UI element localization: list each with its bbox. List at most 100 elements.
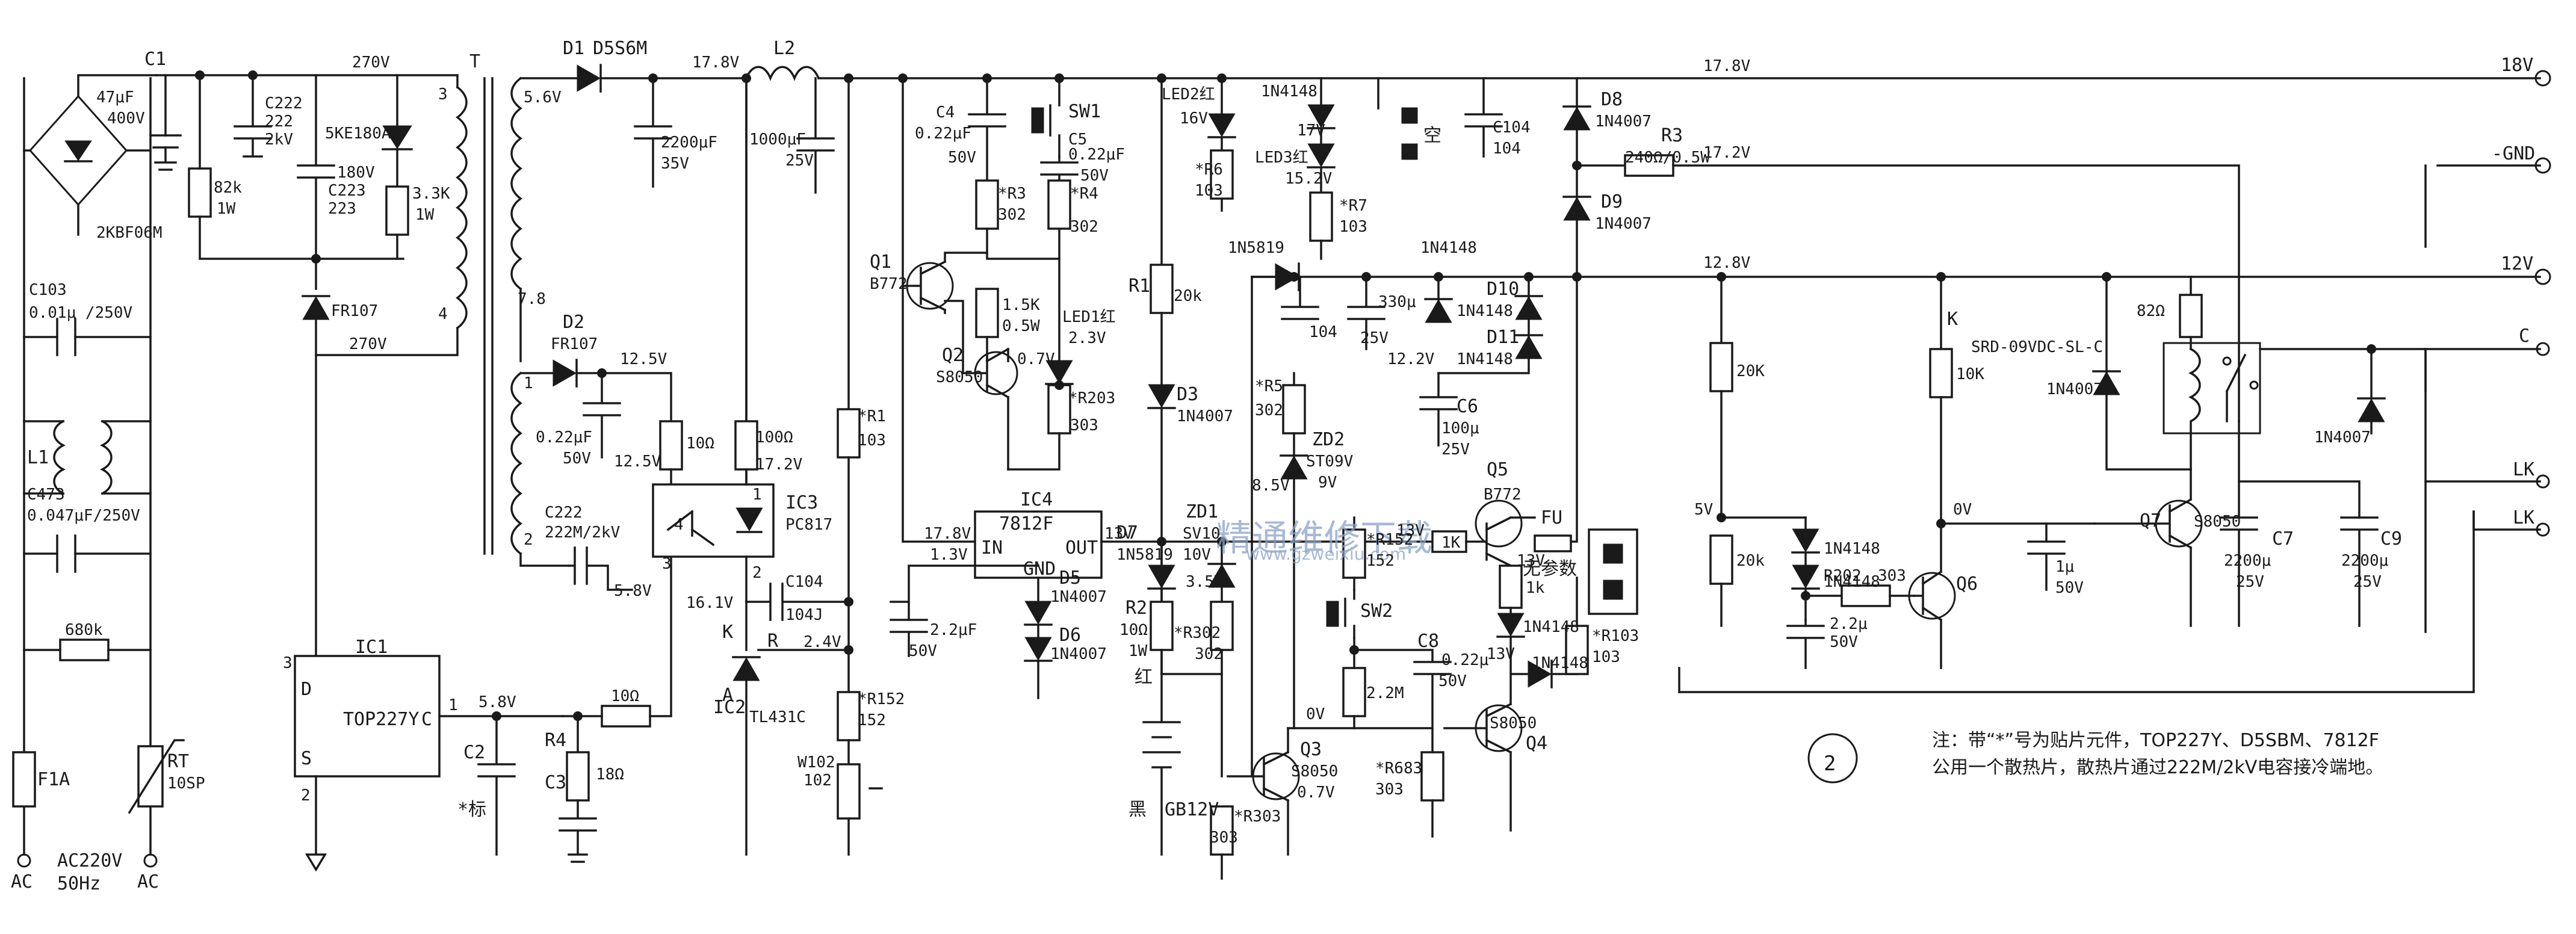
label-d8: D8 bbox=[1601, 89, 1623, 110]
label-18ohm: 18Ω bbox=[596, 765, 624, 784]
watermark: 精通维修下载 bbox=[1216, 518, 1432, 560]
thermistor-rt bbox=[137, 745, 164, 808]
label-bridge: 2KBF06M bbox=[96, 224, 163, 242]
label-c2200: 2200μF bbox=[661, 134, 717, 152]
primary-side-section bbox=[149, 70, 672, 872]
label-q3: Q3 bbox=[1300, 739, 1322, 760]
label-17-8v-top: 17.8V bbox=[692, 54, 739, 72]
label-12-8v: 12.8V bbox=[1703, 254, 1750, 272]
label-led1: LED1红 bbox=[1062, 308, 1116, 326]
label-d3-type: 1N4007 bbox=[1177, 407, 1233, 425]
label-82k: 82k bbox=[214, 179, 242, 197]
label-15-2v: 15.2V bbox=[1285, 170, 1332, 188]
label-c6-val: 100μ bbox=[1441, 419, 1479, 438]
label-r203-val: 303 bbox=[1070, 416, 1098, 435]
label-ic3-p2: 2 bbox=[752, 564, 762, 582]
q6-transistor bbox=[1908, 572, 1956, 620]
label-c5-v: 50V bbox=[1080, 167, 1109, 185]
label-ac-right: AC bbox=[137, 871, 159, 892]
label-r3s-val: 302 bbox=[998, 206, 1026, 224]
label-0-7v: 0.7V bbox=[1017, 350, 1055, 368]
label-a: A bbox=[722, 685, 733, 706]
label-5-8v: 5.8V bbox=[614, 582, 652, 600]
label-c022a-v: 50V bbox=[563, 450, 591, 468]
label-r683: *R683 bbox=[1375, 759, 1422, 778]
label-q2: Q2 bbox=[942, 345, 964, 366]
label-d2: D2 bbox=[563, 312, 584, 333]
label-c1000-v: 25V bbox=[785, 152, 814, 170]
label-3-3k-w: 1W bbox=[415, 206, 435, 224]
charger-section bbox=[890, 73, 1428, 880]
label-r152b-val: 152 bbox=[1366, 552, 1395, 570]
label-d9: D9 bbox=[1601, 191, 1623, 212]
label-9v: 9V bbox=[1318, 474, 1337, 492]
label-r152a-val: 152 bbox=[858, 711, 886, 729]
label-c1-val1: 47μF bbox=[96, 88, 134, 107]
label-c22u-v: 50V bbox=[909, 642, 937, 660]
secondary-side-section bbox=[510, 64, 2541, 856]
label-17v: 17V bbox=[1297, 122, 1325, 140]
fuse-f1a bbox=[12, 751, 36, 808]
label-c473-val: 0.047μF/250V bbox=[27, 507, 140, 525]
label-fr107-a: FR107 bbox=[331, 302, 378, 320]
label-d5: D5 bbox=[1059, 568, 1081, 589]
label-ic1: IC1 bbox=[355, 637, 388, 658]
label-r202: R202 bbox=[1824, 567, 1862, 585]
label-out-18v: 18V bbox=[2501, 55, 2533, 76]
label-1n4148-a: 1N4148 bbox=[1261, 82, 1317, 101]
label-d5-type: 1N4007 bbox=[1050, 588, 1107, 606]
indicator-section bbox=[1251, 77, 2541, 838]
label-r152a: *R152 bbox=[858, 690, 905, 708]
label-r1a: *R1 bbox=[858, 407, 886, 425]
label-c8-v: 50V bbox=[1438, 672, 1467, 690]
label-c22u-b-v: 50V bbox=[1830, 633, 1858, 651]
label-d6-type: 1N4007 bbox=[1050, 645, 1107, 663]
label-1n4148-f: 1N4148 bbox=[1824, 573, 1880, 591]
label-82k-w: 1W bbox=[217, 200, 236, 218]
label-q6: Q6 bbox=[1956, 574, 1978, 595]
label-c103: C103 bbox=[29, 281, 67, 299]
label-c222b: C222 bbox=[545, 504, 583, 522]
label-pc817: PC817 bbox=[785, 516, 832, 534]
note-line-1: 注：带“*”号为贴片元件，TOP227Y、D5SBM、7812F bbox=[1932, 730, 2379, 751]
label-c3: C3 bbox=[545, 772, 566, 793]
label-r5-val: 302 bbox=[1255, 401, 1283, 419]
label-17-2v: 17.2V bbox=[755, 456, 802, 474]
label-c1u-v: 50V bbox=[2055, 579, 2084, 597]
label-c330: 330μ bbox=[1378, 293, 1416, 311]
label-1n4007-relay: 1N4007 bbox=[2046, 380, 2103, 398]
label-c222a: C222 bbox=[265, 94, 303, 113]
label-c1u: 1μ bbox=[2055, 558, 2074, 576]
label-c223: C223 bbox=[328, 182, 366, 200]
label-r3s: *R3 bbox=[998, 185, 1026, 203]
label-c1-val2: 400V bbox=[107, 110, 145, 128]
watermark-url: www.gzweixiu.com bbox=[1246, 544, 1406, 564]
label-c473: C473 bbox=[27, 486, 65, 504]
label-ic3: IC3 bbox=[785, 492, 818, 513]
label-12-2v: 12.2V bbox=[1387, 350, 1434, 368]
label-c4-v: 50V bbox=[948, 149, 976, 167]
label-0-7v-b: 0.7V bbox=[1297, 784, 1335, 802]
label-zd2: ZD2 bbox=[1312, 429, 1345, 450]
label-2-2m: 2.2M bbox=[1366, 684, 1404, 702]
label-16v: 16V bbox=[1180, 110, 1208, 128]
label-1-3v: 1.3V bbox=[930, 546, 968, 564]
battery-connector bbox=[1588, 528, 1638, 615]
label-q7: Q7 bbox=[2140, 510, 2161, 531]
label-d11: D11 bbox=[1487, 327, 1519, 348]
label-ic3-p3: 3 bbox=[662, 555, 672, 573]
label-c8: C8 bbox=[1417, 631, 1439, 652]
label-r1a-val: 103 bbox=[858, 431, 886, 450]
label-10v: 10V bbox=[1183, 546, 1211, 564]
label-17-8v-ic4: 17.8V bbox=[924, 525, 971, 543]
label-10ohm-b: 10Ω bbox=[611, 687, 639, 705]
ic1-top227y bbox=[294, 655, 441, 778]
label-c2: C2 bbox=[463, 742, 485, 763]
label-b772b: B772 bbox=[1484, 486, 1522, 504]
label-c2-note: *标 bbox=[457, 799, 486, 820]
label-d3: D3 bbox=[1177, 384, 1198, 405]
label-pin3: 3 bbox=[438, 85, 448, 104]
label-w102: W102 bbox=[797, 753, 835, 772]
